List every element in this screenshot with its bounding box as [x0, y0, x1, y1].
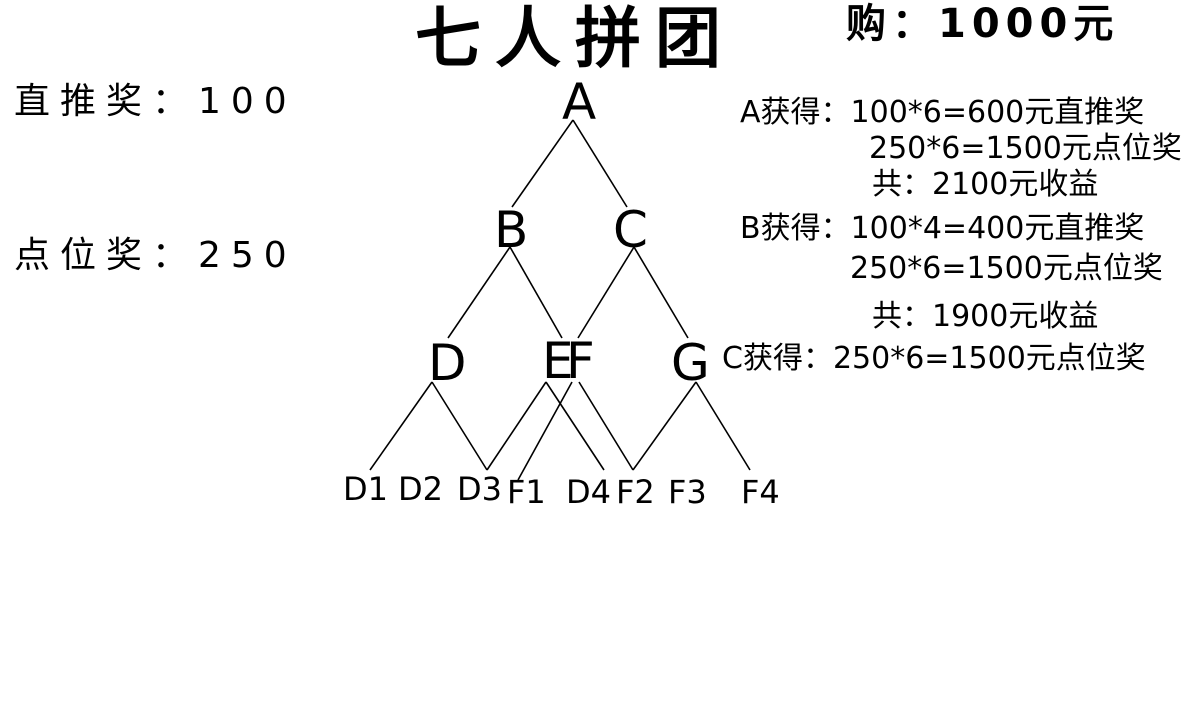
edge-f-f1	[517, 381, 573, 481]
position-reward: 点位奖：250	[14, 235, 297, 276]
node-e: E	[542, 332, 574, 390]
leaf-d4: D4	[566, 473, 611, 511]
purchase-price: 购：1000元	[846, 1, 1120, 47]
edge-d-d2	[431, 381, 488, 471]
edge-g-f4	[695, 381, 751, 471]
edge-c-f	[577, 246, 635, 339]
edge-e-d3	[486, 381, 547, 471]
leaf-d1: D1	[343, 470, 388, 508]
leaf-f1: F1	[507, 473, 546, 511]
edge-a-b	[511, 119, 574, 208]
a-earning-position: 250*6=1500元点位奖	[869, 131, 1182, 166]
page-title: 七人拼团	[415, 0, 735, 77]
c-earning-position: C获得：250*6=1500元点位奖	[722, 341, 1146, 376]
b-earning-position: 250*6=1500元点位奖	[850, 251, 1163, 286]
leaf-f3: F3	[668, 473, 707, 511]
edge-g-f3	[632, 381, 697, 471]
b-earning-total: 共：1900元收益	[872, 299, 1099, 334]
a-earning-direct: A获得：100*6=600元直推奖	[740, 95, 1145, 130]
edge-d-d1	[369, 381, 433, 471]
leaf-d2: D2	[398, 470, 443, 508]
edge-c-g	[633, 246, 689, 339]
edge-a-c	[572, 119, 628, 208]
node-a: A	[562, 73, 596, 131]
b-earning-direct: B获得：100*4=400元直推奖	[740, 211, 1145, 246]
tree-edges	[369, 119, 751, 481]
a-earning-total: 共：2100元收益	[872, 167, 1099, 202]
edge-b-e	[509, 246, 563, 339]
edge-b-d	[447, 246, 511, 339]
leaf-f4: F4	[741, 473, 780, 511]
node-f: F	[566, 332, 595, 390]
node-g: G	[671, 334, 710, 392]
edge-e-d4	[545, 381, 605, 471]
node-c: C	[613, 201, 648, 259]
node-b: B	[494, 201, 528, 259]
leaf-f2: F2	[616, 473, 655, 511]
node-d: D	[428, 334, 467, 392]
leaf-d3: D3	[457, 470, 502, 508]
direct-reward: 直推奖：100	[14, 81, 297, 122]
edge-f-f2	[578, 381, 634, 471]
